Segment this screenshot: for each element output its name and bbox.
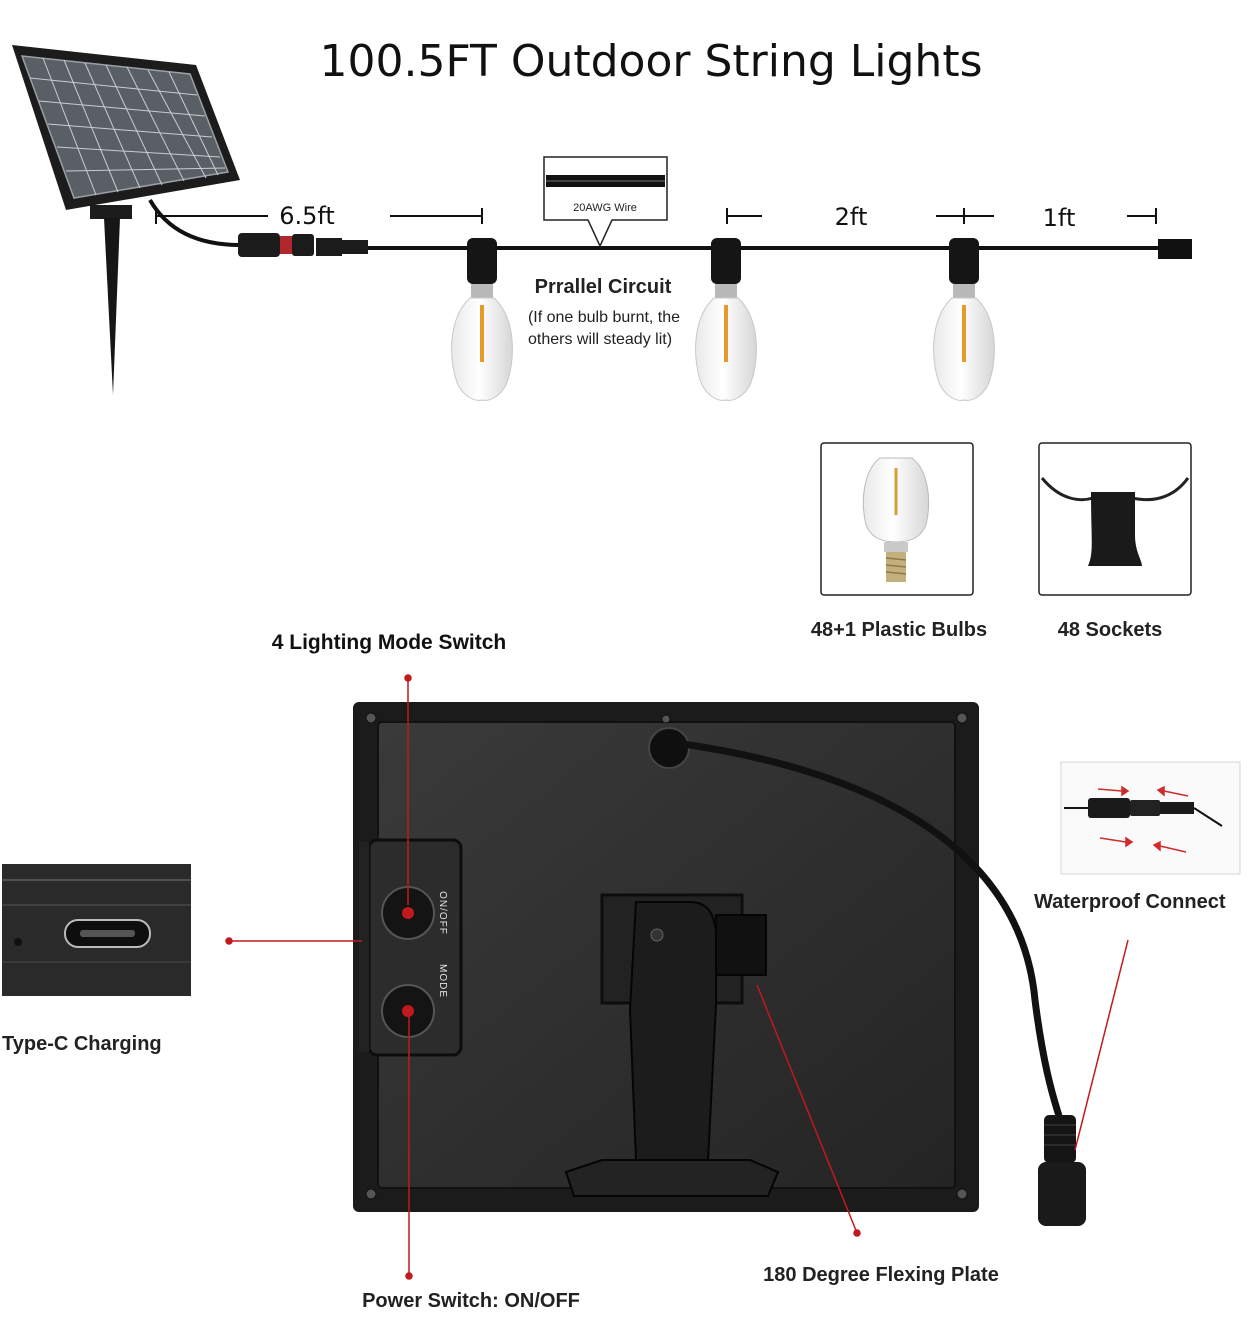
- page-title: 100.5FT Outdoor String Lights: [319, 36, 982, 87]
- type-c-label: Type-C Charging: [2, 1033, 162, 1055]
- flex-plate-label: 180 Degree Flexing Plate: [763, 1264, 999, 1286]
- lead-cable: [148, 199, 241, 247]
- waterproof-plug-icon: [1038, 1115, 1086, 1226]
- sockets-count-label: 48 Sockets: [1058, 619, 1163, 641]
- panel-cable: [682, 740, 1064, 1121]
- solar-panel-icon: [12, 45, 240, 395]
- waterproof-connector-inset: [1060, 761, 1241, 875]
- wire-gauge-label: 20AWG Wire: [573, 202, 637, 214]
- spare-bulb-box: [820, 442, 974, 596]
- bulb-icon: [695, 238, 757, 401]
- mode-switch-label: 4 Lighting Mode Switch: [272, 631, 507, 654]
- spare-socket-box: [1038, 442, 1192, 596]
- usb-c-port-icon: [64, 919, 151, 948]
- bulb-icon: [933, 238, 995, 401]
- mode-button[interactable]: [381, 984, 435, 1038]
- circuit-heading: Prrallel Circuit: [535, 276, 672, 298]
- lead-length-label: 6.5ft: [279, 202, 335, 230]
- circuit-note-line2: others will steady lit): [528, 331, 672, 348]
- bulb-icon: [451, 238, 513, 401]
- waterproof-label: Waterproof Connect: [1034, 891, 1226, 913]
- wire-tag: 20AWG Wire: [543, 156, 668, 248]
- bulbs-count-label: 48+1 Plastic Bulbs: [811, 619, 987, 641]
- on-off-button-tag: ON/OFF: [437, 891, 448, 935]
- bulb-spacing-label: 2ft: [835, 203, 868, 231]
- mode-button-tag: MODE: [437, 964, 448, 998]
- circuit-note-line1: (If one bulb burnt, the: [528, 309, 680, 326]
- dimension-markers: [155, 208, 1157, 224]
- callout-lines: [225, 674, 1129, 1280]
- end-length-label: 1ft: [1043, 204, 1076, 232]
- flexing-bracket: [564, 893, 780, 1197]
- inline-connector-icon: [238, 233, 368, 257]
- power-switch-label: Power Switch: ON/OFF: [362, 1290, 580, 1312]
- end-cap-icon: [1158, 239, 1192, 259]
